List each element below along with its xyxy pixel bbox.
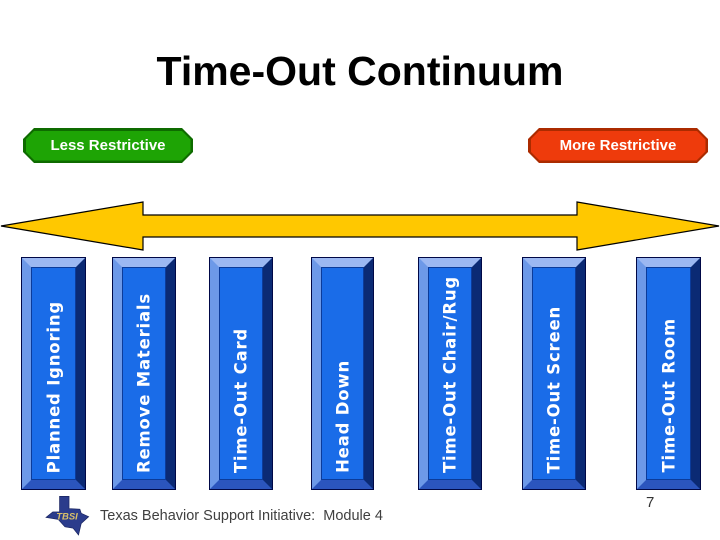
less-restrictive-badge-face bbox=[26, 131, 191, 161]
continuum-bar-time-out-screen: Time-Out Screen bbox=[523, 258, 585, 489]
page-number: 7 bbox=[646, 494, 655, 511]
tbsi-logo-text: TBSI bbox=[56, 511, 78, 522]
more-restrictive-badge-face bbox=[531, 131, 706, 161]
continuum-bar-time-out-chair-rug: Time-Out Chair/Rug bbox=[419, 258, 481, 489]
footer-text: Texas Behavior Support Initiative: Modul… bbox=[100, 508, 383, 524]
continuum-bar-time-out-card: Time-Out Card bbox=[210, 258, 272, 489]
footer: TBSI Texas Behavior Support Initiative: … bbox=[40, 495, 383, 537]
bar-label: Time-Out Chair/Rug bbox=[440, 275, 460, 473]
bar-label: Time-Out Card bbox=[231, 327, 251, 473]
continuum-bar-head-down: Head Down bbox=[312, 258, 373, 489]
less-restrictive-badge: Less Restrictive bbox=[23, 128, 193, 163]
bar-label: Remove Materials bbox=[134, 293, 154, 473]
double-headed-arrow-shape bbox=[0, 201, 720, 251]
bar-label: Head Down bbox=[333, 360, 352, 473]
tbsi-texas-logo-icon: TBSI bbox=[45, 496, 90, 536]
double-headed-arrow-icon bbox=[0, 201, 720, 251]
bar-label: Planned Ignoring bbox=[44, 300, 63, 473]
bar-label: Time-Out Screen bbox=[544, 305, 564, 473]
more-restrictive-badge: More Restrictive bbox=[528, 128, 708, 163]
less-restrictive-label: Less Restrictive bbox=[50, 137, 166, 154]
bar-label: Time-Out Room bbox=[659, 318, 678, 473]
continuum-bar-planned-ignoring: Planned Ignoring bbox=[22, 258, 85, 489]
more-restrictive-label: More Restrictive bbox=[559, 137, 677, 154]
slide-title: Time-Out Continuum bbox=[156, 48, 564, 94]
continuum-bar-time-out-room: Time-Out Room bbox=[637, 258, 700, 489]
continuum-bar-remove-materials: Remove Materials bbox=[113, 258, 175, 489]
